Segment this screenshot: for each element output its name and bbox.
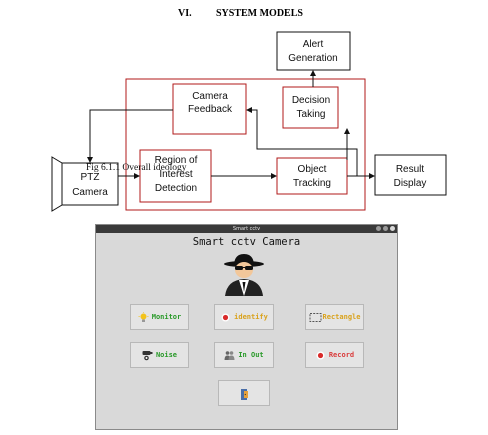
tracking-label-1: Object xyxy=(298,164,327,175)
record-dot-icon xyxy=(315,350,326,361)
exit-door-icon xyxy=(239,388,250,400)
lightbulb-icon xyxy=(138,311,149,323)
record-label: Record xyxy=(328,351,355,359)
monitor-label: Monitor xyxy=(151,313,182,321)
decision-taking-box xyxy=(282,86,339,129)
record-button[interactable]: Record xyxy=(305,342,364,368)
tracking-label-2: Tracking xyxy=(293,178,331,189)
section-title: SYSTEM MODELS xyxy=(216,8,303,19)
arrow-feedback-camera xyxy=(87,109,173,163)
minimize-button[interactable] xyxy=(376,226,381,231)
noise-button[interactable]: Noise xyxy=(130,342,189,368)
dashed-rectangle-icon xyxy=(309,312,322,323)
rectangle-button[interactable]: Rectangle xyxy=(305,304,364,330)
spy-icon xyxy=(224,254,264,296)
object-tracking-box xyxy=(276,157,348,195)
decision-label-1: Decision xyxy=(292,95,330,106)
exit-button[interactable] xyxy=(218,380,270,406)
roi-detection-box xyxy=(139,149,212,203)
alert-generation-box xyxy=(276,31,351,71)
monitor-button[interactable]: Monitor xyxy=(130,304,189,330)
close-button[interactable] xyxy=(390,226,395,231)
decision-label-2: Taking xyxy=(297,109,326,120)
maximize-button[interactable] xyxy=(383,226,388,231)
roi-label-3: Detection xyxy=(155,183,197,194)
section-number: VI. xyxy=(178,8,192,19)
record-dot-icon xyxy=(220,312,231,323)
identify-label: identify xyxy=(234,313,268,321)
system-diagram: Alert Generation Decision Taking Camera … xyxy=(51,31,447,212)
feedback-label-1: Camera xyxy=(192,91,228,102)
in-out-label: In Out xyxy=(238,351,264,359)
in-out-button[interactable]: In Out xyxy=(214,342,274,368)
roi-label-1: Region of xyxy=(155,155,198,166)
noise-label: Noise xyxy=(155,351,178,359)
alert-label-2: Generation xyxy=(288,53,337,64)
identify-button[interactable]: identify xyxy=(214,304,274,330)
arrow-tracking-feedback xyxy=(246,107,358,176)
result-label-1: Result xyxy=(396,164,425,175)
ptz-camera-shape xyxy=(51,156,119,212)
figure-caption: Fig 6.1.1 Overall ideology xyxy=(86,163,187,173)
smart-cctv-window: Smart cctv Smart cctv Camera Monitor ide… xyxy=(95,224,398,430)
camera-label-2: Camera xyxy=(72,187,108,198)
window-titlebar: Smart cctv xyxy=(96,225,397,233)
camera-label-1: PTZ xyxy=(81,172,100,183)
camera-feedback-box xyxy=(172,83,247,135)
roi-label-2: Interest xyxy=(159,169,193,180)
result-label-2: Display xyxy=(394,178,427,189)
cctv-camera-icon xyxy=(142,350,153,361)
result-display-box xyxy=(374,154,447,196)
system-boundary xyxy=(125,78,366,211)
window-title: Smart cctv xyxy=(232,226,261,232)
section-heading: VI. SYSTEM MODELS xyxy=(0,8,488,20)
feedback-label-2: Feedback xyxy=(188,104,233,115)
rectangle-label: Rectangle xyxy=(322,313,361,321)
people-icon xyxy=(224,350,235,361)
app-title: Smart cctv Camera xyxy=(192,236,301,248)
alert-label-1: Alert xyxy=(303,39,324,50)
